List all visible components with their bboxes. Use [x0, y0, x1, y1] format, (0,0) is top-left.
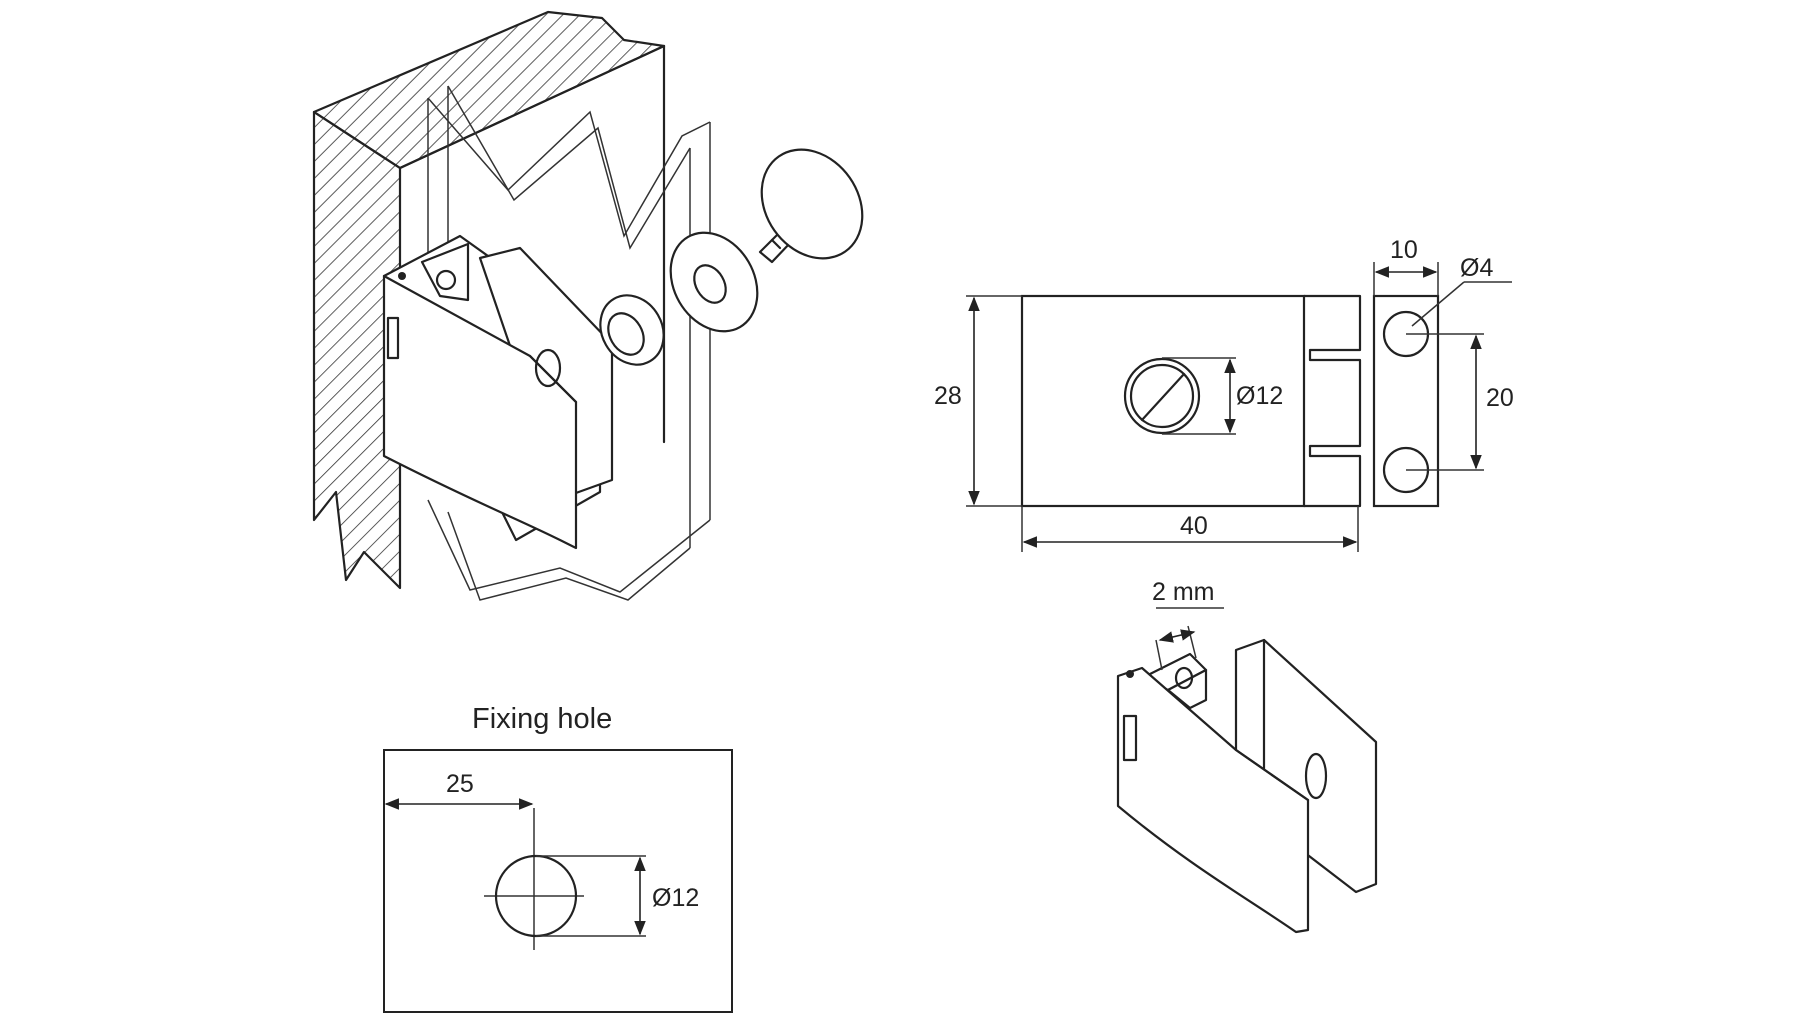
dimension-label-mounting-hole-diameter: Ø4: [1460, 254, 1493, 282]
assembly-view: [312, 10, 864, 601]
fixing-hole-view: Fixing hole 25 Ø12: [383, 703, 733, 1013]
fixing-hole-title: Fixing hole: [472, 703, 612, 735]
hinge-plate: [1372, 294, 1440, 508]
clamp-body: [382, 234, 614, 550]
dimension-label-hole-diameter: Ø12: [652, 884, 699, 912]
dimension-label-10: 10: [1390, 236, 1418, 264]
dimension-line-2mm: [1158, 629, 1196, 643]
dimension-label-2mm: 2 mm: [1152, 578, 1215, 606]
cabinet-panel: [312, 10, 666, 590]
clamp-detail-view: 2 mm: [1116, 578, 1378, 934]
dimension-label-40: 40: [1180, 512, 1208, 540]
dimension-label-screw-diameter: Ø12: [1236, 382, 1283, 410]
clamp-front-outline: [1020, 294, 1306, 508]
screw-head: [1123, 357, 1201, 435]
dimension-label-28: 28: [934, 382, 962, 410]
dimension-label-20: 20: [1486, 384, 1514, 412]
dimension-label-25: 25: [446, 770, 474, 798]
glass-outline: [383, 749, 733, 1013]
front-view: 28 40 Ø12 10 Ø4 20: [934, 236, 1514, 552]
fixing-hardware: [599, 148, 864, 366]
